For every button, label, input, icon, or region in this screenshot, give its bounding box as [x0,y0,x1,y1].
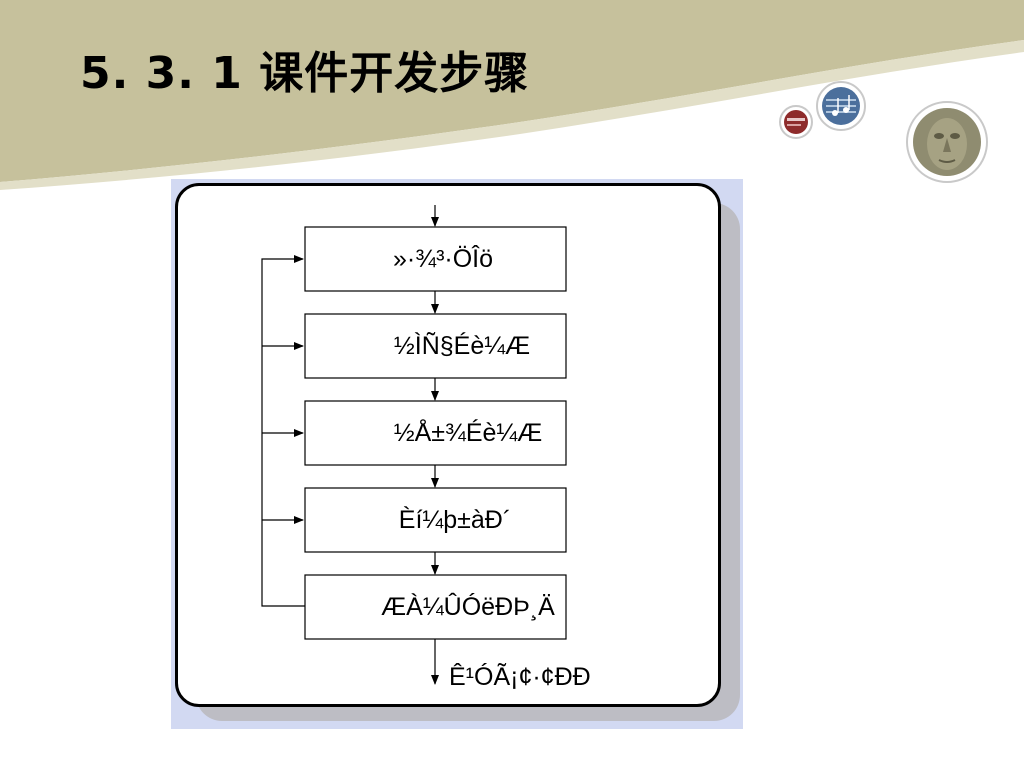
step-label: ÆÀ¼ÛÓëÐÞ¸Ä [381,592,555,621]
step-box: ½ÌÑ§Éè¼Æ [304,313,567,379]
step-label: »·¾³·ÖÎö [393,244,493,273]
stone-face-icon [906,101,988,183]
slide-title: 5. 3. 1 课件开发步骤 [80,48,530,99]
exit-label: Ê¹ÓÃ¡¢·¢ÐÐ [449,662,591,691]
step-label: Èí¼þ±àÐ´ [399,505,511,534]
step-label: ½Å±¾Éè¼Æ [394,417,543,447]
step-box: Èí¼þ±àÐ´ [304,487,567,553]
step-label: ½ÌÑ§Éè¼Æ [394,331,530,360]
feedback-loop [261,255,305,607]
title-band-main [0,0,1024,182]
step-box: »·¾³·ÖÎö [304,226,567,292]
title-band-highlight [0,40,1024,190]
red-media-icon [779,105,813,139]
music-notes-icon [816,81,866,131]
step-box: ½Å±¾Éè¼Æ [304,400,567,466]
step-box: ÆÀ¼ÛÓëÐÞ¸Ä [304,574,567,640]
